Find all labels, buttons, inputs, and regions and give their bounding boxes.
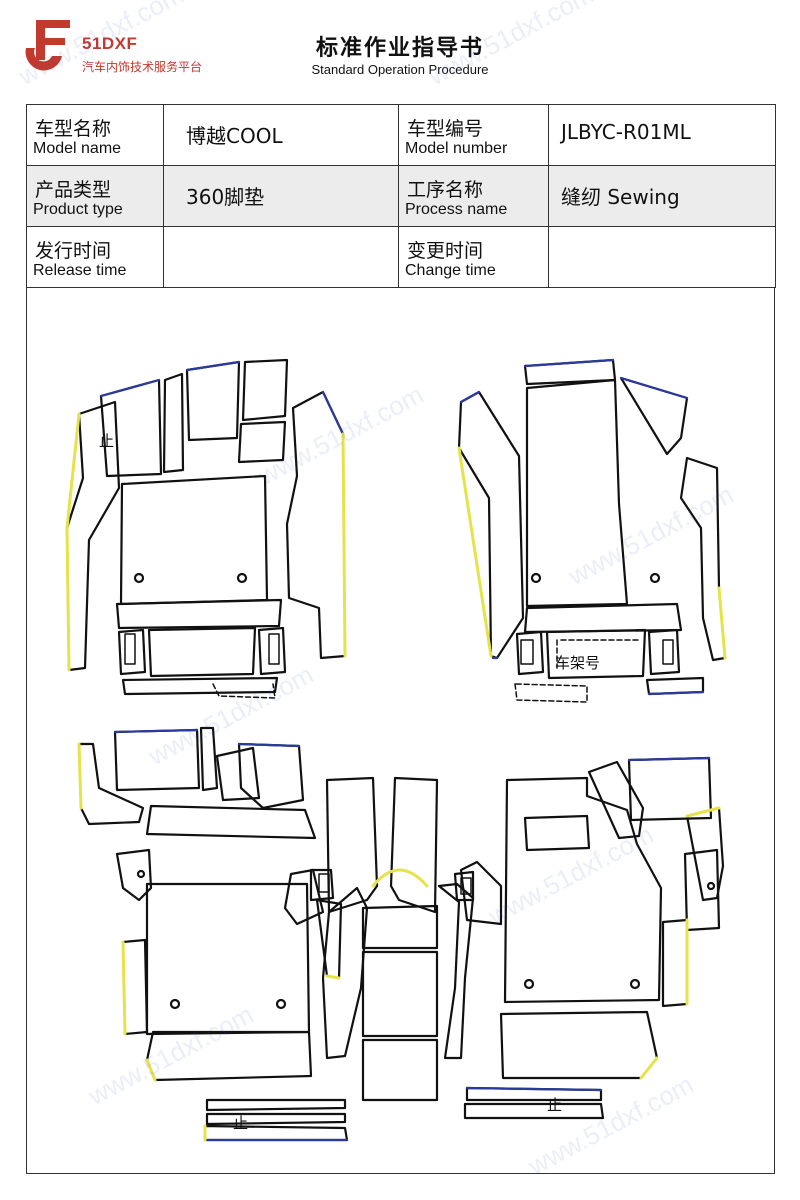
floor-mat-pattern-drawing — [65, 358, 727, 1142]
mat-piece — [523, 602, 683, 634]
mat-piece — [77, 742, 145, 826]
label-en: Process name — [405, 201, 508, 218]
logo-51dxf-icon — [25, 20, 70, 71]
mat-piece — [121, 938, 149, 1036]
value-process-name: 缝纫 Sewing — [548, 165, 776, 227]
mat-piece — [199, 726, 219, 792]
label-product-type: 产品类型 Product type — [26, 165, 164, 227]
value-model-number: JLBYC-R01ML — [548, 104, 776, 166]
mat-piece — [619, 376, 689, 456]
label-en: Change time — [405, 262, 496, 279]
label-en: Model number — [405, 140, 508, 157]
mat-piece — [309, 868, 335, 902]
brand-tagline: 汽车内饰技术服务平台 — [82, 60, 203, 74]
info-row-time: 发行时间 Release time 变更时间 Change time — [26, 226, 776, 288]
mat-piece — [147, 626, 257, 678]
mat-piece — [389, 776, 439, 914]
frame-number-label: 车架号 — [555, 654, 601, 672]
value-release-time — [163, 226, 399, 288]
mat-piece — [162, 372, 185, 474]
mat-piece — [215, 746, 261, 802]
mat-piece — [145, 804, 317, 840]
document-title: 标准作业指导书 — [315, 36, 484, 61]
model-number-text: JLBYC-R01ML — [561, 120, 691, 144]
mat-piece — [661, 918, 689, 1008]
mat-piece — [119, 474, 269, 606]
document-header: 51DXF 汽车内饰技术服务平台 标准作业指导书 Standard Operat… — [0, 0, 800, 100]
mat-piece — [525, 378, 629, 608]
mat-piece — [115, 848, 153, 902]
label-en: Release time — [33, 262, 127, 279]
info-row-product: 产品类型 Product type 360脚垫 工序名称 Process nam… — [26, 165, 776, 227]
mat-piece — [121, 676, 279, 696]
mat-piece — [185, 360, 241, 442]
value-model-name: 博越COOL — [163, 104, 399, 166]
label-release-time: 发行时间 Release time — [26, 226, 164, 288]
mat-piece — [321, 886, 369, 1060]
label-cn: 产品类型 — [35, 179, 112, 201]
process-name-text: 缝纫 Sewing — [561, 185, 680, 209]
label-model-name: 车型名称 Model name — [26, 104, 164, 166]
mat-piece — [361, 1038, 439, 1102]
label-en: Model name — [33, 140, 122, 157]
mat-piece — [499, 1010, 659, 1080]
brand-name: 51DXF — [82, 34, 138, 53]
mat-piece — [679, 456, 727, 662]
label-cn: 发行时间 — [35, 240, 112, 262]
mat-piece — [647, 628, 681, 676]
label-change-time: 变更时间 Change time — [398, 226, 549, 288]
mat-piece — [463, 1102, 605, 1120]
stop-mark-label: 止 — [233, 1114, 249, 1132]
mat-piece — [515, 630, 545, 676]
document-subtitle: Standard Operation Procedure — [311, 62, 489, 77]
mat-piece — [65, 400, 121, 672]
mat-piece — [285, 390, 347, 660]
mat-piece — [587, 760, 645, 840]
product-type-text: 360脚垫 — [186, 185, 265, 209]
mat-piece — [503, 776, 663, 1004]
mat-piece — [113, 728, 201, 792]
mat-piece — [237, 420, 287, 464]
label-cn: 变更时间 — [407, 240, 484, 262]
mat-piece — [627, 756, 713, 822]
mat-piece — [437, 882, 475, 1060]
mat-piece — [241, 358, 289, 422]
info-row-model: 车型名称 Model name 博越COOL 车型编号 Model number… — [26, 104, 776, 166]
label-cn: 车型名称 — [35, 118, 112, 140]
label-cn: 工序名称 — [407, 179, 484, 201]
mat-piece — [205, 1112, 347, 1126]
mat-piece — [283, 868, 325, 926]
mat-piece — [257, 626, 287, 676]
mat-piece — [145, 1030, 313, 1082]
mat-piece — [361, 950, 439, 1038]
stop-mark-label: 止 — [547, 1096, 563, 1114]
mat-piece — [325, 776, 379, 914]
model-name-text: 博越COOL — [186, 124, 283, 148]
mat-piece — [361, 904, 439, 950]
label-en: Product type — [33, 201, 123, 218]
mat-piece — [115, 598, 283, 630]
value-product-type: 360脚垫 — [163, 165, 399, 227]
info-table: 车型名称 Model name 博越COOL 车型编号 Model number… — [26, 104, 776, 288]
mat-piece — [683, 848, 721, 932]
mat-piece — [205, 1098, 347, 1112]
mat-piece — [457, 390, 525, 660]
mat-piece — [203, 1124, 349, 1142]
mat-piece — [523, 814, 591, 852]
value-change-time — [548, 226, 776, 288]
label-model-number: 车型编号 Model number — [398, 104, 549, 166]
label-cn: 车型编号 — [407, 118, 484, 140]
label-process-name: 工序名称 Process name — [398, 165, 549, 227]
pattern-drawing-area: 止 车架号 止 止 — [26, 288, 775, 1174]
mat-piece — [453, 870, 475, 902]
mat-piece — [117, 628, 147, 676]
mat-piece — [545, 628, 647, 680]
stop-mark-label: 止 — [99, 432, 115, 450]
mat-piece — [459, 860, 503, 926]
